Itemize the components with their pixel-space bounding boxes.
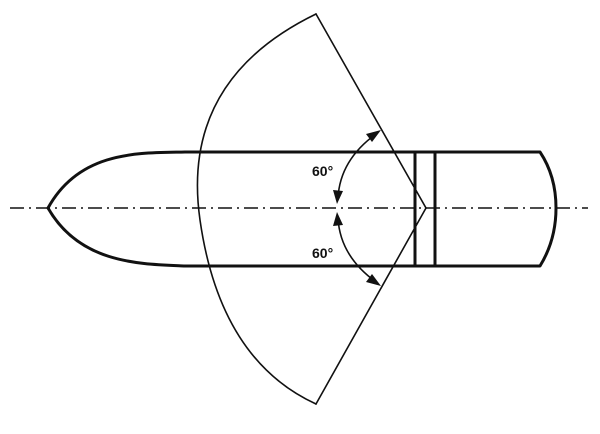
angle-label-lower: 60°: [312, 245, 333, 261]
sector-edge-upper: [315, 13, 427, 209]
angle-arc-lower: [337, 217, 377, 283]
arrowhead-lower-inner: [333, 212, 343, 226]
sector-arc: [196, 13, 317, 405]
angle-arc-upper: [337, 133, 377, 199]
arrowhead-upper-inner: [333, 190, 343, 204]
sector-edge-lower: [315, 207, 427, 405]
arrowhead-lower-outer: [366, 274, 381, 286]
arrowhead-upper-outer: [366, 130, 381, 142]
projectile-body: [46, 150, 558, 268]
angle-label-upper: 60°: [312, 163, 333, 179]
